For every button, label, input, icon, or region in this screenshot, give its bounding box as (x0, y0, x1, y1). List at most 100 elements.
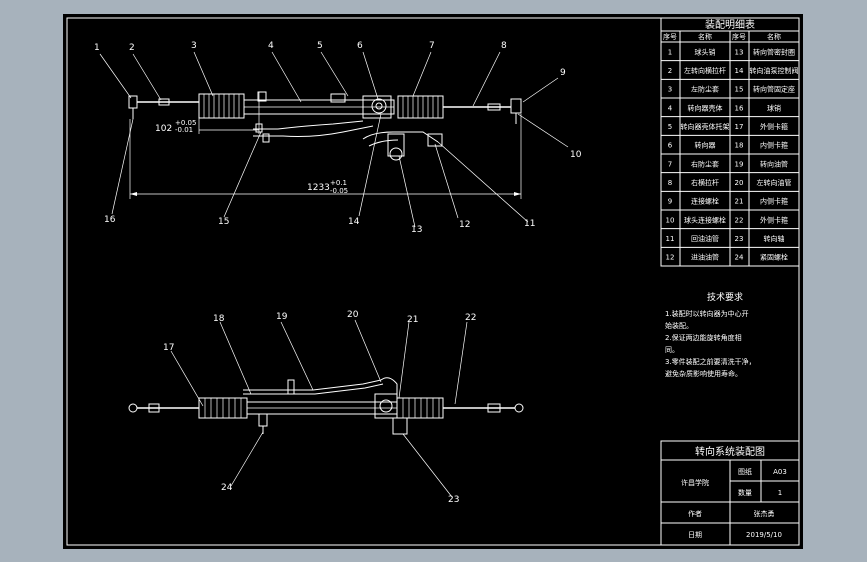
dimension-overall-value: 1233 (307, 183, 330, 193)
title-block: 转向系统装配图 许昌学院 图纸 A03 数量 1 作者 张杰勇 日期 2019/… (660, 440, 800, 546)
tech-requirement-line: 3.零件装配之前要清洗干净， (665, 357, 756, 366)
callout-15: 15 (218, 217, 229, 227)
callout-8: 8 (501, 41, 507, 51)
parts-row-12-left-name: 进油油管 (691, 253, 719, 262)
callout-10: 10 (570, 150, 582, 160)
callout-2: 2 (129, 43, 135, 53)
parts-row-8-right-no: 20 (735, 179, 744, 187)
drawing-canvas: 1233 +0.1 -0.05 102 +0.05 -0.01 (66, 17, 800, 546)
author-name: 张杰勇 (754, 509, 775, 518)
parts-row-4-left-no: 4 (668, 104, 673, 112)
parts-row-3-left-no: 3 (668, 86, 672, 94)
parts-row-10-left-name: 球头连接螺栓 (684, 215, 726, 224)
parts-row-6-left-no: 6 (668, 142, 673, 150)
steering-gear-bottom (374, 377, 408, 435)
callout-6: 6 (357, 41, 363, 51)
dimension-stroke-tol-lower: -0.01 (175, 126, 193, 134)
left-boot (198, 93, 245, 119)
tech-requirements-title: 技术要求 (707, 291, 743, 303)
drawing-border (66, 17, 800, 546)
oil-pipe-b (253, 125, 374, 137)
parts-row-9-right-name: 内侧卡箍 (760, 197, 788, 206)
parts-row-9-right-no: 21 (735, 198, 744, 206)
parts-row-2-right-no: 14 (735, 67, 744, 75)
parts-row-11-right-name: 转向轴 (764, 234, 785, 243)
parts-row-1-right-no: 13 (735, 48, 744, 56)
tech-requirement-line: 避免杂质影响使用寿命。 (665, 369, 742, 378)
parts-row-1-left-name: 球头销 (695, 47, 716, 56)
callout-19: 19 (276, 312, 288, 322)
parts-row-2-left-name: 左转向横拉杆 (684, 66, 726, 75)
parts-row-5-left-no: 5 (668, 123, 672, 131)
callout-9: 9 (560, 68, 566, 78)
parts-row-3-left-name: 左防尘套 (691, 85, 719, 94)
parts-row-1-left-no: 1 (668, 48, 672, 56)
qty-value: 1 (778, 489, 782, 497)
callout-22: 22 (465, 313, 476, 323)
callout-16: 16 (104, 215, 116, 225)
parts-table-title: 装配明细表 (705, 18, 755, 31)
parts-row-6-left-name: 转向器 (695, 141, 716, 150)
oil-pipe-a (253, 120, 364, 130)
col-seq-left: 序号 (663, 32, 677, 41)
tech-requirements-lines: 1.装配时以转向器为中心开始装配。2.保证两边能旋转角度相同。3.零件装配之前要… (665, 309, 756, 378)
parts-row-10-right-no: 22 (735, 216, 744, 224)
parts-row-11-left-name: 回油油管 (691, 234, 719, 243)
callout-11: 11 (524, 219, 535, 229)
right-boot (397, 95, 444, 119)
parts-row-3-right-name: 转向管固定座 (753, 85, 795, 94)
callout-23: 23 (448, 495, 459, 505)
callout-12: 12 (459, 220, 470, 230)
oil-pipe-bottom (243, 379, 382, 391)
drawing-no-label: 图纸 (738, 467, 752, 476)
right-ball-joint-bottom (514, 403, 524, 413)
parts-row-2-right-name: 转向油泵控制阀 (750, 66, 799, 75)
callout-14: 14 (348, 217, 360, 227)
left-boot-bottom (198, 397, 248, 419)
parts-row-2-left-no: 2 (668, 67, 672, 75)
callout-3: 3 (191, 41, 197, 51)
parts-row-7-right-no: 19 (735, 160, 744, 168)
col-seq-right: 序号 (732, 32, 746, 41)
parts-row-6-right-no: 18 (735, 142, 744, 150)
left-ball-joint-bottom (128, 403, 138, 413)
date-label: 日期 (688, 531, 702, 539)
dimension-overall-tol-lower: -0.05 (330, 187, 348, 195)
parts-row-8-left-no: 8 (668, 179, 672, 187)
bottom-leader-lines (170, 319, 468, 498)
callout-18: 18 (213, 314, 225, 324)
date-value: 2019/5/10 (746, 531, 782, 539)
bottom-assembly-view: 17 18 19 20 21 22 23 24 (128, 310, 524, 505)
parts-row-5-right-no: 17 (735, 123, 744, 131)
left-ball-joint (128, 95, 138, 109)
parts-row-4-left-name: 转向器壳体 (688, 103, 723, 112)
tech-requirement-line: 同。 (665, 346, 679, 354)
tech-requirement-line: 2.保证两边能旋转角度相 (665, 333, 742, 342)
dimension-overall-length: 1233 +0.1 -0.05 (129, 114, 522, 199)
parts-row-12-right-no: 24 (735, 254, 744, 262)
parts-row-10-right-name: 外侧卡箍 (760, 215, 788, 224)
dimension-left-stroke: 102 +0.05 -0.01 (155, 92, 260, 134)
dimension-overall-tol-upper: +0.1 (330, 179, 347, 187)
right-ball-joint (510, 98, 522, 114)
author-label: 作者 (688, 509, 702, 518)
parts-row-5-left-name: 转向器壳体托架 (681, 122, 730, 131)
callout-7: 7 (429, 41, 435, 51)
parts-row-9-left-name: 连接螺栓 (691, 197, 719, 206)
dimension-stroke-value: 102 (155, 124, 172, 134)
parts-row-8-left-name: 右横拉杆 (691, 178, 719, 187)
parts-row-11-right-no: 23 (735, 235, 744, 243)
col-name-right: 名称 (767, 32, 781, 41)
parts-row-8-right-name: 左转向油管 (757, 178, 792, 187)
parts-row-12-left-no: 12 (666, 254, 675, 262)
tech-requirement-line: 始装配。 (665, 321, 693, 330)
parts-row-12-right-name: 紧固螺栓 (760, 253, 788, 262)
qty-label: 数量 (738, 488, 752, 497)
col-name-left: 名称 (698, 32, 712, 41)
top-assembly-view: 1233 +0.1 -0.05 102 +0.05 -0.01 (94, 41, 582, 235)
callout-1: 1 (94, 43, 100, 53)
right-boot-bottom (396, 397, 444, 419)
